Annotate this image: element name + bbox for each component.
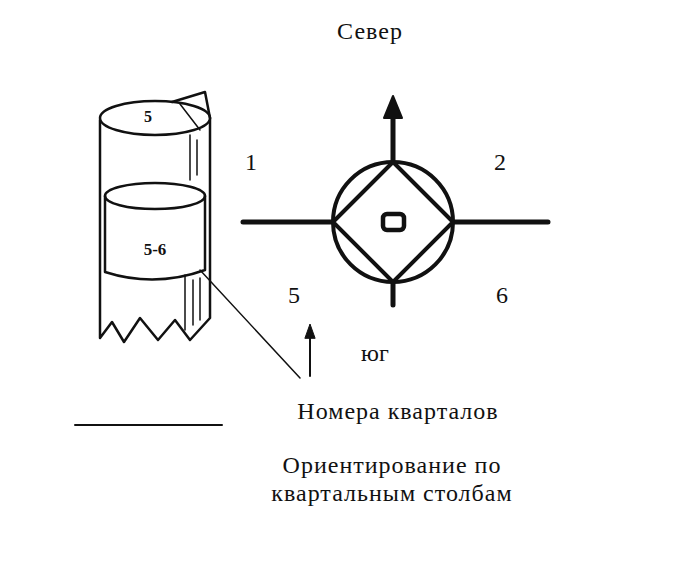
post-symbol (243, 96, 548, 305)
post-number: 5 (144, 108, 152, 126)
quarter-number: 6 (496, 282, 508, 310)
quarter-number: 1 (245, 149, 257, 177)
caption: Ориентирование по квартальным столбам (222, 452, 562, 507)
direction-label: Север (337, 18, 403, 46)
legend-text: Номера кварталов (297, 398, 498, 426)
quarter-number: 2 (494, 149, 506, 177)
blank-line (75, 424, 222, 426)
direction-label: юг (361, 340, 389, 368)
leader-line (200, 270, 300, 378)
quarter-number: 5 (288, 282, 300, 310)
quarter-post (100, 92, 210, 342)
post-number: 5-6 (144, 240, 167, 260)
